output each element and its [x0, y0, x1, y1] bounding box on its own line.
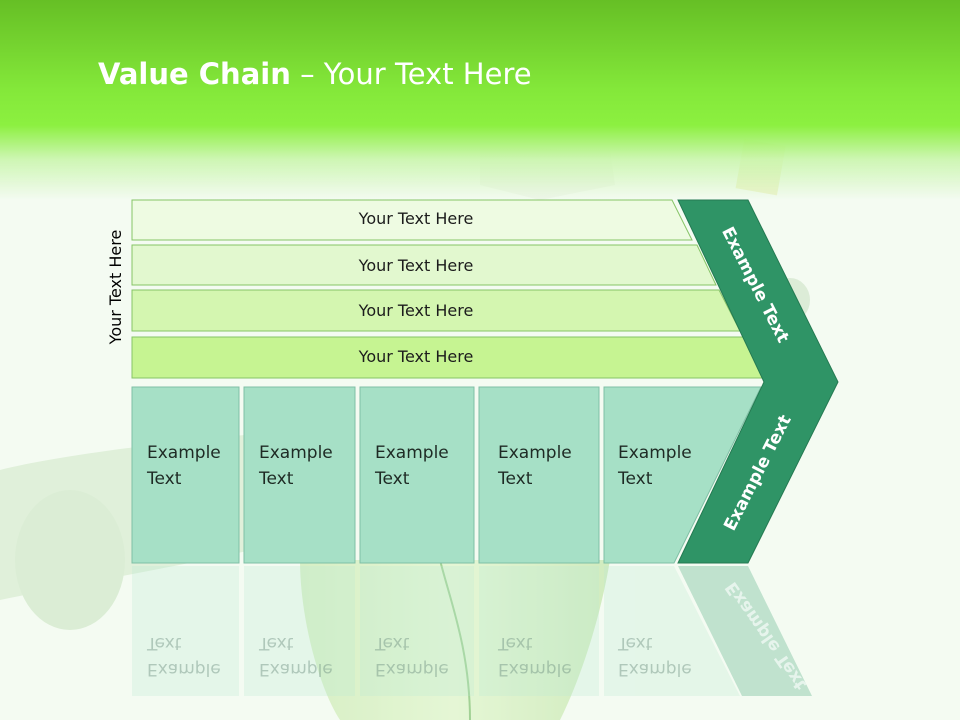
header-band	[0, 0, 960, 200]
value-chain-row-2	[131, 244, 717, 286]
row-2-label: Your Text Here	[358, 256, 474, 275]
box-5-label: Example Text	[618, 443, 692, 489]
value-chain-box-4	[478, 386, 600, 564]
margin-chevron-reflection	[678, 566, 812, 696]
value-chain-box-2	[243, 386, 356, 564]
box-4-label: Example Text	[498, 443, 572, 489]
title-rest-part: – Your Text Here	[290, 57, 532, 91]
value-chain-row-1	[131, 199, 693, 241]
box-1-label: Example Text	[147, 443, 221, 489]
box-5-label-reflection: Example Text	[618, 633, 692, 679]
value-chain-box-5	[603, 386, 762, 564]
title-bold-part: Value Chain	[98, 57, 291, 91]
slide-title: Value Chain – Your Text Here	[98, 52, 532, 96]
side-axis-label: Your Text Here	[106, 229, 125, 345]
row-3-label: Your Text Here	[358, 301, 474, 320]
box-4-label-reflection: Example Text	[498, 633, 572, 679]
boxes-reflection	[132, 566, 740, 696]
box-2-label-reflection: Example Text	[259, 633, 333, 679]
row-4-label: Your Text Here	[358, 347, 474, 366]
box-3-label-reflection: Example Text	[375, 633, 449, 679]
value-chain-box-1	[131, 386, 240, 564]
box-3-label: Example Text	[375, 443, 449, 489]
box-2-label: Example Text	[259, 443, 333, 489]
row-1-label: Your Text Here	[358, 209, 474, 228]
margin-chevron	[677, 199, 839, 564]
value-chain-box-3	[359, 386, 475, 564]
box-1-label-reflection: Example Text	[147, 633, 221, 679]
